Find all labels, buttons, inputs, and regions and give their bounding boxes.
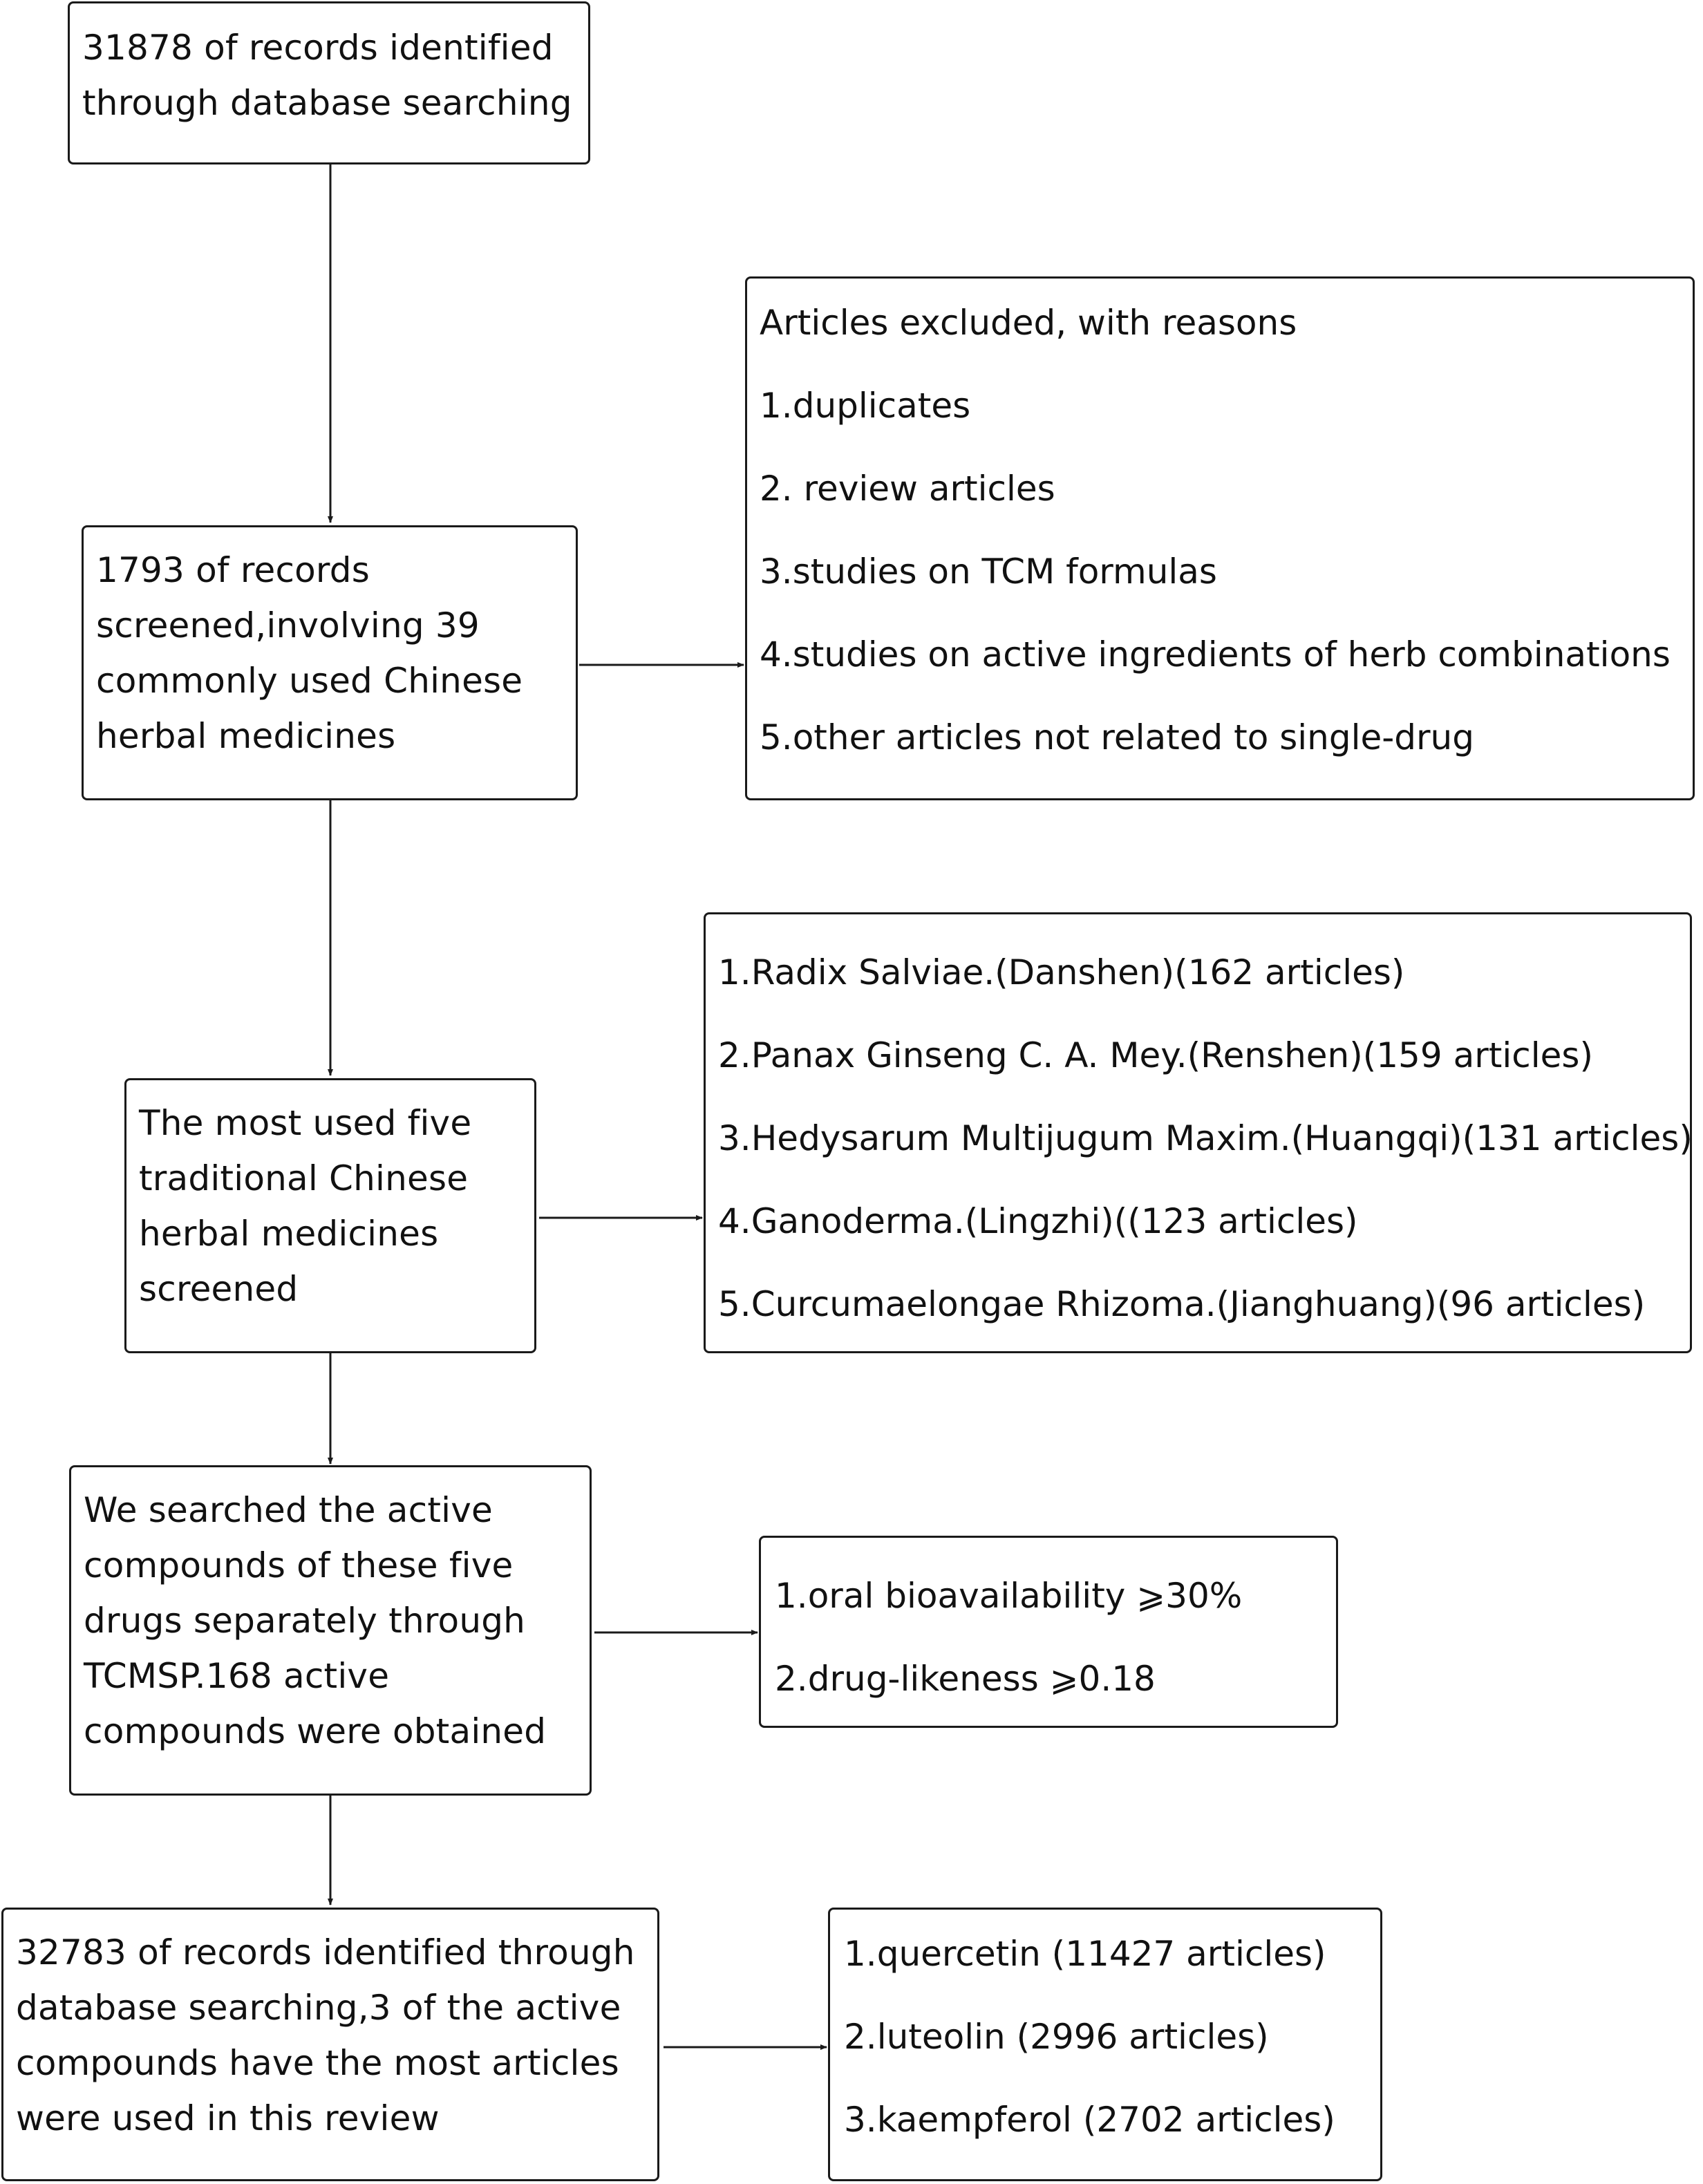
final-records-line-3: compounds have the most articles bbox=[16, 2043, 619, 2083]
records-identified-line-2: through database searching bbox=[82, 83, 572, 123]
active-compounds-line-3: drugs separately through bbox=[84, 1601, 526, 1641]
records-screened-line-4: herbal medicines bbox=[96, 716, 396, 756]
final-records-line-1: 32783 of records identified through bbox=[16, 1932, 635, 1973]
herb-item-3: 3.Hedysarum Multijugum Maxim.(Huangqi)(1… bbox=[718, 1118, 1693, 1158]
exclusion-reasons-box: Articles excluded, with reasons 1.duplic… bbox=[745, 276, 1695, 800]
records-screened-line-2: screened,involving 39 bbox=[96, 605, 480, 646]
exclusion-reason-2: 2. review articles bbox=[760, 469, 1055, 509]
compound-quercetin: 1.quercetin (11427 articles) bbox=[844, 1934, 1326, 1974]
herb-item-5: 5.Curcumaelongae Rhizoma.(Jianghuang)(96… bbox=[718, 1284, 1646, 1324]
records-screened-box: 1793 of records screened,involving 39 co… bbox=[82, 525, 578, 800]
active-compounds-line-4: TCMSP.168 active bbox=[84, 1656, 390, 1696]
screening-criteria-box: 1.oral bioavailability ⩾30% 2.drug-liken… bbox=[759, 1536, 1338, 1728]
active-compounds-line-1: We searched the active bbox=[84, 1490, 493, 1530]
exclusion-reason-1: 1.duplicates bbox=[760, 386, 971, 426]
records-screened-line-3: commonly used Chinese bbox=[96, 661, 523, 701]
active-compounds-line-2: compounds of these five bbox=[84, 1545, 514, 1585]
records-screened-line-1: 1793 of records bbox=[96, 550, 370, 590]
exclusion-heading: Articles excluded, with reasons bbox=[760, 303, 1297, 343]
final-records-box: 32783 of records identified through data… bbox=[1, 1908, 659, 2181]
compound-kaempferol: 3.kaempferol (2702 articles) bbox=[844, 2100, 1335, 2140]
top-five-herbs-box: The most used five traditional Chinese h… bbox=[124, 1078, 536, 1353]
exclusion-reason-4: 4.studies on active ingredients of herb … bbox=[760, 634, 1671, 675]
top-five-herbs-line-3: herbal medicines bbox=[139, 1214, 439, 1254]
exclusion-reason-5: 5.other articles not related to single-d… bbox=[760, 717, 1474, 757]
herb-item-2: 2.Panax Ginseng C. A. Mey.(Renshen)(159 … bbox=[718, 1035, 1593, 1075]
criterion-oral-bioavailability: 1.oral bioavailability ⩾30% bbox=[775, 1576, 1243, 1616]
herb-item-1: 1.Radix Salviae.(Danshen)(162 articles) bbox=[718, 952, 1405, 992]
criterion-drug-likeness: 2.drug-likeness ⩾0.18 bbox=[775, 1659, 1156, 1699]
top-compounds-box: 1.quercetin (11427 articles) 2.luteolin … bbox=[828, 1908, 1382, 2181]
top-five-herbs-line-4: screened bbox=[139, 1269, 299, 1309]
final-records-line-4: were used in this review bbox=[16, 2098, 440, 2138]
final-records-line-2: database searching,3 of the active bbox=[16, 1988, 621, 2028]
herb-list-box: 1.Radix Salviae.(Danshen)(162 articles) … bbox=[704, 912, 1693, 1353]
exclusion-reason-3: 3.studies on TCM formulas bbox=[760, 552, 1217, 592]
records-identified-box: 31878 of records identified through data… bbox=[68, 1, 590, 164]
compound-luteolin: 2.luteolin (2996 articles) bbox=[844, 2017, 1269, 2057]
top-five-herbs-line-1: The most used five bbox=[139, 1103, 472, 1143]
records-identified-line-1: 31878 of records identified bbox=[82, 28, 554, 68]
herb-item-4: 4.Ganoderma.(Lingzhi)((123 articles) bbox=[718, 1201, 1358, 1241]
top-five-herbs-line-2: traditional Chinese bbox=[139, 1158, 469, 1198]
active-compounds-box: We searched the active compounds of thes… bbox=[69, 1465, 592, 1796]
active-compounds-line-5: compounds were obtained bbox=[84, 1711, 547, 1751]
